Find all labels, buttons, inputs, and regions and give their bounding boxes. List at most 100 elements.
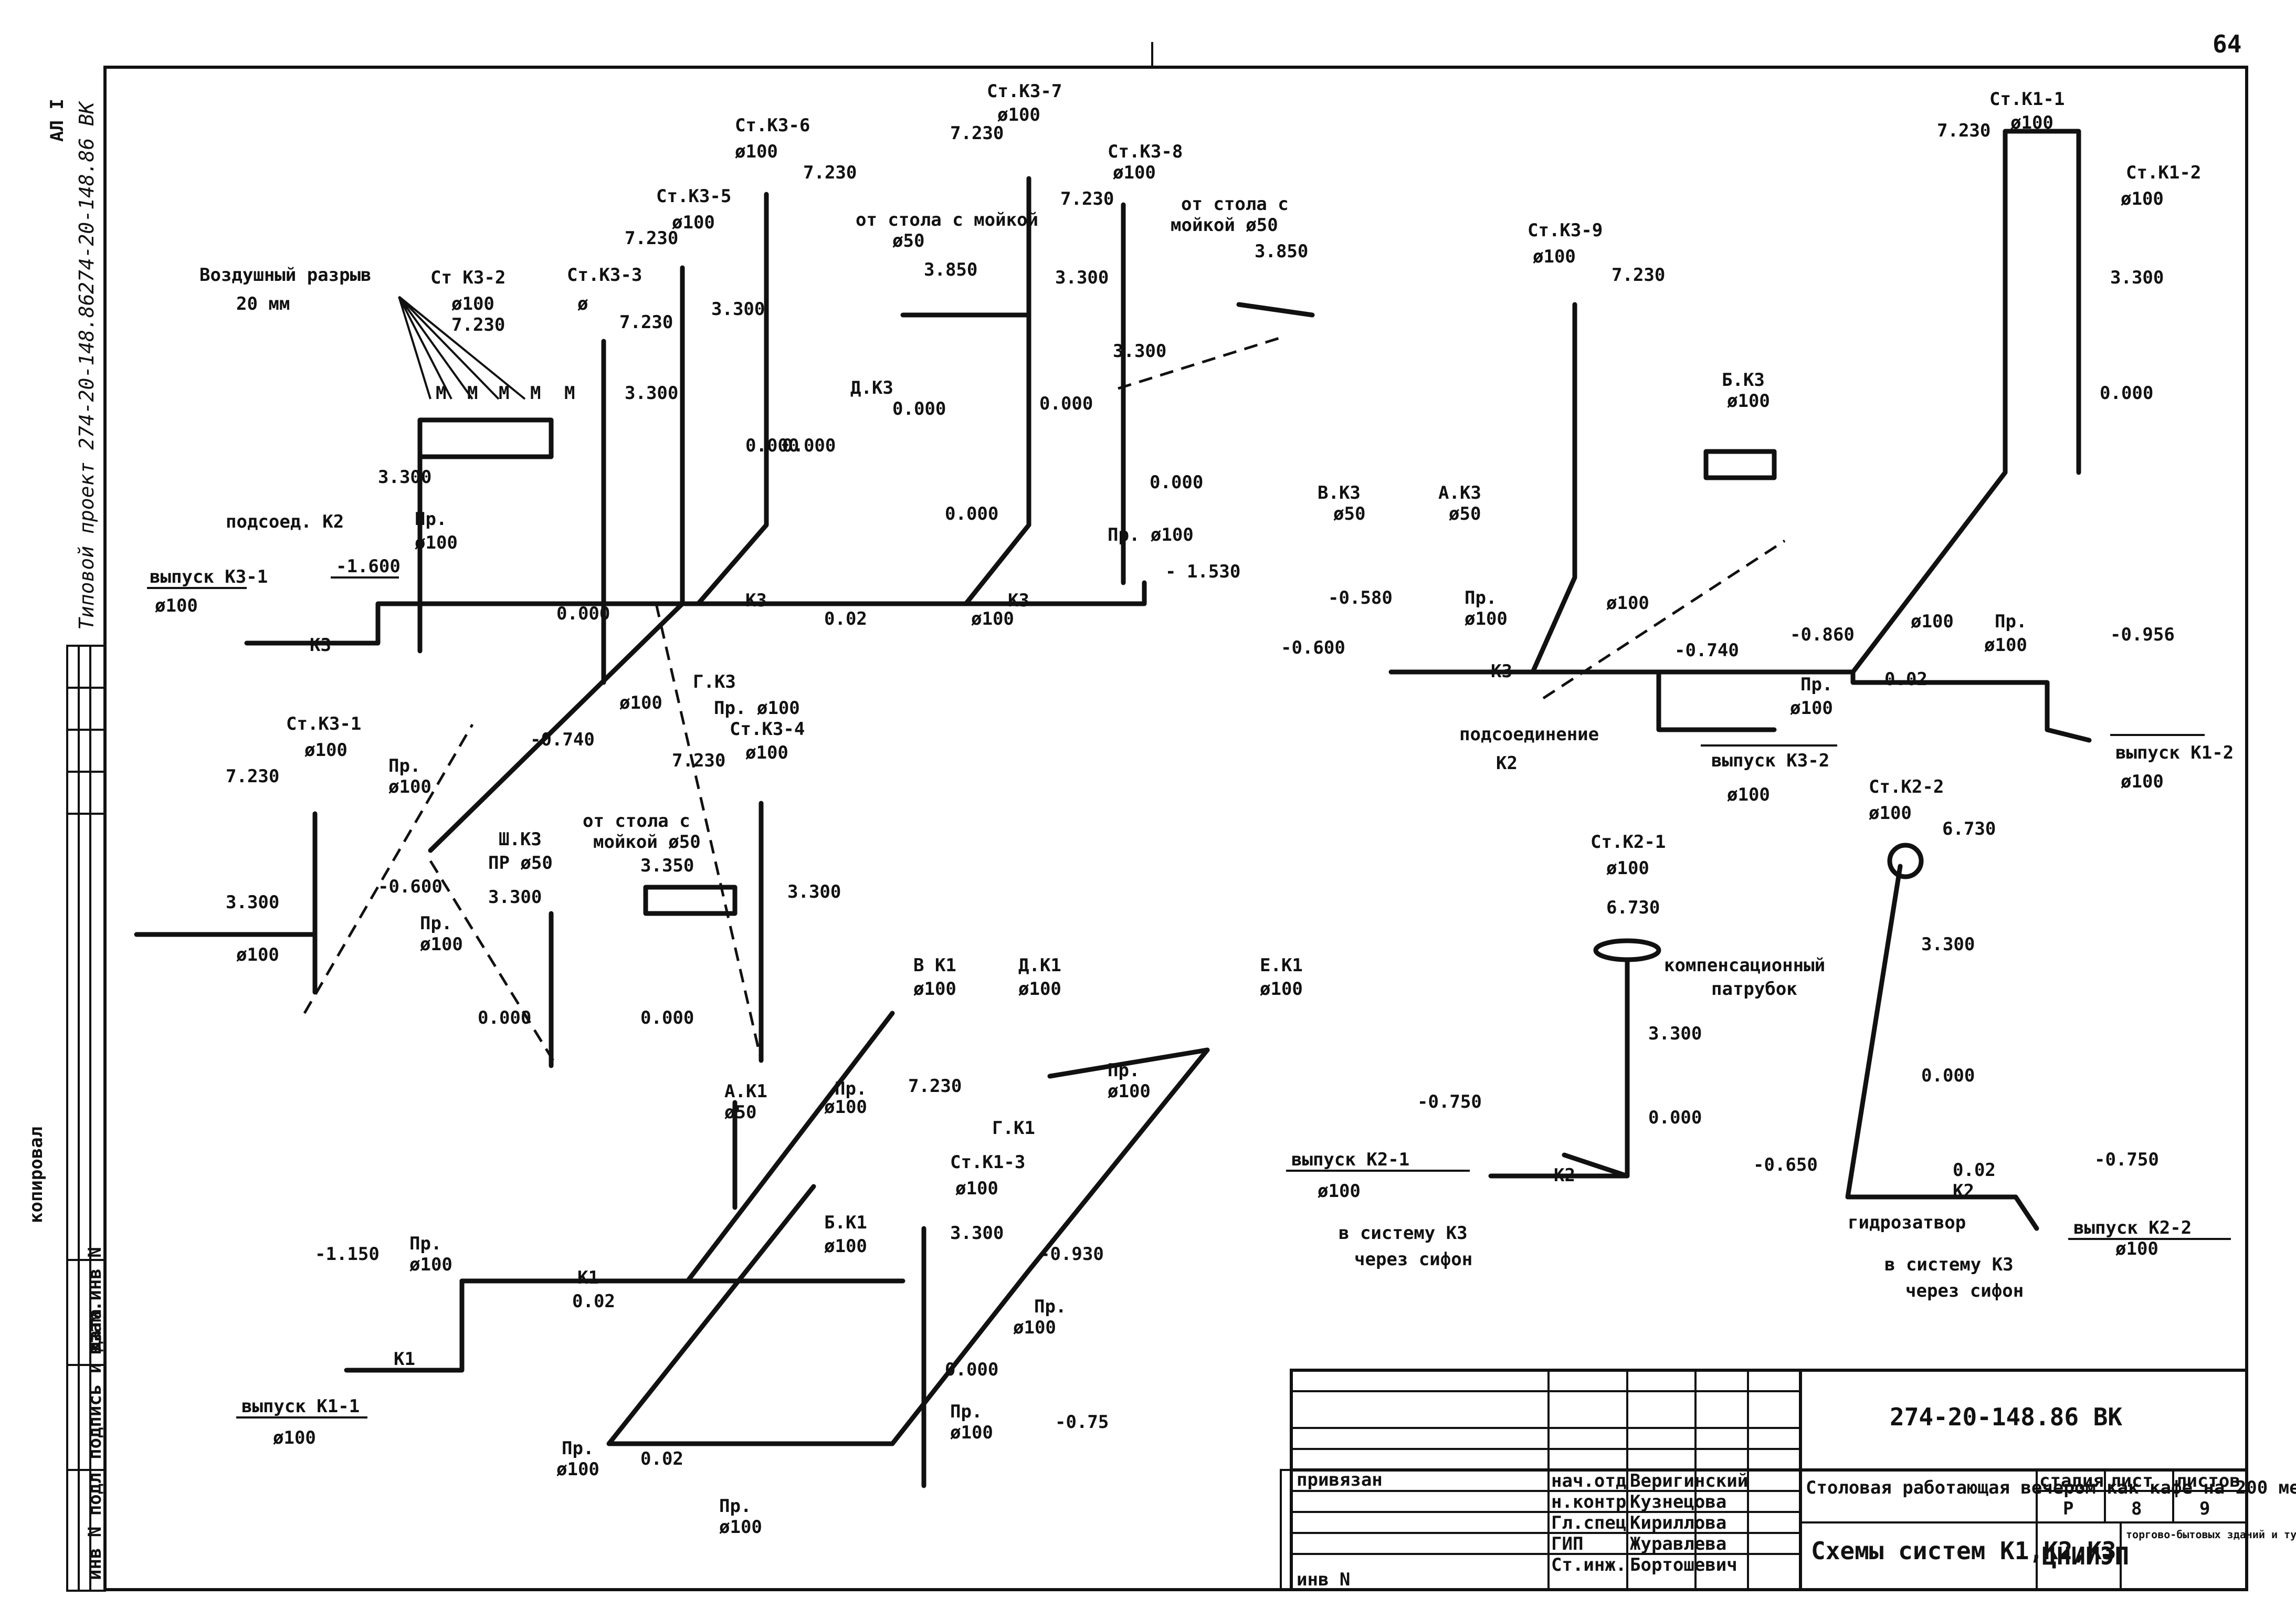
dia-label: ø100 (2010, 112, 2053, 133)
project-title-text: Столовая работающая вечером как кафе на … (1806, 1477, 2296, 1498)
role-chief-spec: Гл.спец (1551, 1512, 1626, 1533)
sheet-title: Схемы систем К1,К2,К3 (1811, 1537, 2116, 1565)
d-k1-label: Д.К1 (1018, 955, 1061, 976)
elev-label: 3.300 (1921, 934, 1975, 955)
dia-label: ø100 (971, 608, 1014, 629)
from-sink-table-label-2: от стола с (1181, 194, 1289, 215)
b-k1-label: Б.К1 (824, 1212, 867, 1233)
sheet-format-label: АЛ I (47, 99, 68, 142)
elev-label: 0.000 (1150, 472, 1203, 493)
elev-label: 0.000 (1648, 1107, 1702, 1128)
riser-k1-2-label: Ст.К1-2 (2126, 162, 2201, 183)
riser-k3-7-label: Ст.К3-7 (987, 81, 1062, 102)
elev-label: 0.000 (892, 398, 946, 419)
podsoed2-label: подсоединение (1459, 724, 1599, 745)
k2-label: К2 (1554, 1165, 1575, 1186)
d-k3-label: Д.К3 (850, 377, 893, 398)
dia-label: ø100 (155, 595, 198, 616)
sheet-frame (103, 66, 2248, 1591)
elev-label: 7.230 (950, 123, 1004, 144)
dia-label: ø50 (892, 230, 924, 251)
elev-label: 0.000 (556, 603, 610, 624)
k2-label: К2 (1953, 1181, 1974, 1202)
v-k3-label: В.К3 (1318, 482, 1361, 503)
slope-label: 0.02 (1884, 669, 1928, 690)
dia-label: ø100 (420, 934, 463, 955)
air-gap-leaders (398, 296, 526, 400)
k2-system: Ст.К2-1 ø100 6.730 3.300 0.000 компенсац… (1286, 776, 2231, 1301)
outlet-k2-1-label: выпуск К2-1 (1291, 1149, 1409, 1170)
dia-label: ø100 (409, 1254, 452, 1275)
pr-label: Пр. ø100 (1108, 524, 1194, 545)
page-number: 64 (2213, 30, 2241, 58)
dia-label: ø100 (1911, 611, 1954, 632)
dia-label: ø100 (304, 740, 347, 761)
elev-label: 0.000 (1921, 1065, 1975, 1086)
via-siphon-label: через сифон (1354, 1249, 1472, 1270)
elev-label: -1.150 (315, 1244, 380, 1265)
elev-label: 7.230 (672, 750, 725, 771)
sheet-no-value: 8 (2131, 1498, 2142, 1519)
elev-label: -0.750 (2094, 1149, 2159, 1170)
dashed-link (303, 723, 474, 1014)
dia-label: ø100 (1318, 1181, 1361, 1202)
elev-label: 3.300 (1055, 267, 1109, 288)
riser-k2-1 (1488, 958, 1630, 1179)
elev-label: 7.230 (803, 162, 857, 183)
elev-label: - 1.530 (1165, 561, 1240, 582)
name-5: Бортошевич (1630, 1554, 1737, 1575)
k3-right-collector (1388, 669, 1856, 732)
elev-label: 7.230 (625, 228, 678, 249)
pr-label: Пр. (420, 913, 452, 934)
water-seal-label: гидрозатвор (1848, 1212, 1966, 1233)
dia-label: ø100 (619, 692, 662, 713)
fixture-m33: М (499, 383, 509, 404)
riser-k3-6 (696, 192, 769, 606)
fixture-m32: М (467, 383, 478, 404)
a-k1-label: А.К1 (724, 1081, 767, 1102)
dia-label: ø100 (1984, 635, 2027, 656)
dia-label: ø (577, 293, 588, 314)
elev-label: 7.230 (619, 312, 673, 333)
attach-frame (1280, 1469, 1550, 1591)
vent-cap-k2-2 (1887, 843, 1924, 879)
elev-label: 3.300 (1648, 1023, 1702, 1044)
pr-label: Пр. (409, 1233, 441, 1254)
org-name: ЦНИИЭП (2042, 1542, 2129, 1570)
k3-system-upper: К3 К3 К3 0.02 ø100 выпуск К3-1 ø100 подс… (147, 81, 1315, 853)
elev-label: -0.580 (1328, 587, 1393, 608)
dia-label: ø100 (950, 1422, 993, 1443)
k1-system: К1 0.02 -1.150 Пр. ø100 выпуск К1-1 ø100… (236, 955, 1303, 1538)
riser-k3-7 (963, 176, 1031, 606)
elev-label: -0.75 (1055, 1412, 1109, 1433)
fixture-m34: М (530, 383, 541, 404)
dashed-link (655, 603, 763, 1061)
patr-label: патрубок (1711, 979, 1797, 1000)
title-block-frame (1290, 1369, 2248, 1591)
air-gap-mm-label: 20 мм (236, 293, 290, 314)
elev-label: -0.750 (1417, 1091, 1482, 1112)
a-k3-label: А.К3 (1438, 482, 1481, 503)
elev-label: 3.850 (924, 259, 977, 280)
k1-right-collector (1850, 669, 2092, 743)
slope-label: 0.02 (1953, 1160, 1996, 1181)
elev-label: 0.000 (640, 1007, 694, 1028)
k3-diagonal-branch (428, 601, 685, 853)
dia-label: ø100 (1018, 979, 1061, 1000)
dia-label: ø100 (1108, 1081, 1151, 1102)
sh-k3-label: Ш.К3 (499, 829, 542, 850)
elev-label: 3.300 (625, 383, 678, 404)
k3-system-middle: Ст.К3-1 ø100 7.230 3.300 ø100 -0.600 Пр.… (134, 603, 841, 1068)
b-k3-label: Б.К3 (1722, 370, 1765, 391)
sink-branch-2 (1236, 302, 1315, 318)
sheets-header: листов (2176, 1470, 2240, 1491)
elev-label: -0.740 (1674, 640, 1739, 661)
elev-label: 3.300 (1113, 341, 1166, 362)
pr-label: Пр. (719, 1496, 751, 1517)
riser-k2-2 (1845, 864, 2039, 1231)
dia-label: ø100 (824, 1097, 867, 1118)
elev-label: 7.230 (1060, 188, 1114, 209)
fixture-b-k3 (1703, 449, 1777, 480)
elev-label: 0.000 (945, 1359, 998, 1380)
elev-label: 3.300 (711, 299, 765, 320)
